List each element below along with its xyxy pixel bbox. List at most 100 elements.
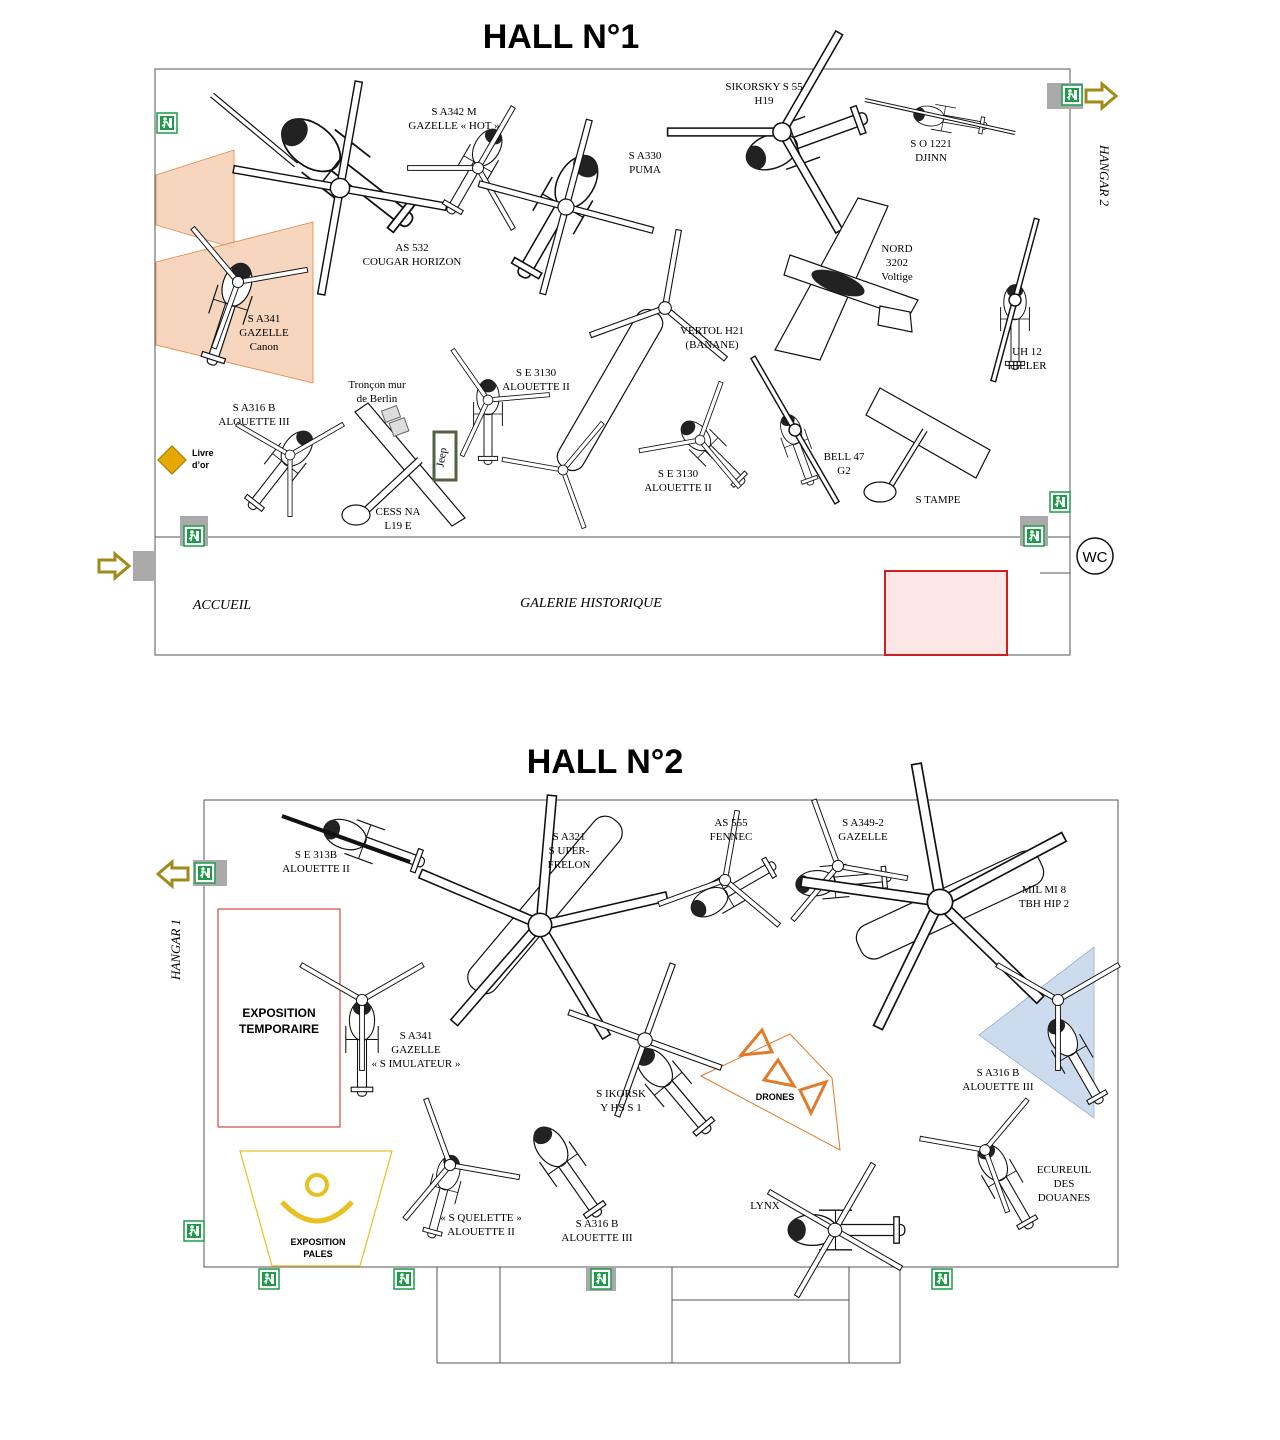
hangar2-label: HANGAR 2 <box>1097 144 1112 207</box>
expo-pales-zone[interactable]: EXPOSITION PALES <box>239 1150 393 1267</box>
hall2-aircraft-labels: S E 313B ALOUETTE II S A321 S UPER- FREL… <box>282 817 1091 1244</box>
label-bell47-2: G2 <box>837 465 850 477</box>
exit-icon <box>1049 491 1071 513</box>
label-troncon-1: Tronçon mur <box>348 379 406 391</box>
label-troncon-2: de Berlin <box>357 393 398 405</box>
expo-pales-line2: PALES <box>303 1249 332 1259</box>
wc-label: WC <box>1083 549 1108 566</box>
hangar1-label: HANGAR 1 <box>168 919 183 981</box>
label-mi8-2: TBH HIP 2 <box>1019 898 1069 910</box>
cougar-drawing <box>210 62 466 314</box>
nord-drawing <box>774 197 919 361</box>
label-se3130a-2: ALOUETTE II <box>502 381 570 393</box>
label-sa316b3-1: S A316 B <box>576 1218 619 1230</box>
berlin-wall-pieces <box>380 404 410 437</box>
exit-icon <box>931 1268 953 1290</box>
exit-door-hangar1[interactable] <box>156 860 227 888</box>
label-sa316b2-2: ALOUETTE III <box>962 1081 1034 1093</box>
cessna-drawing <box>341 402 466 527</box>
label-se3130b-2: ALOUETTE II <box>644 482 712 494</box>
livre-dor[interactable]: Livre d’or <box>157 445 214 475</box>
label-nord-1: NORD <box>881 243 912 255</box>
label-squelette-1: « S QUELETTE » <box>440 1212 522 1224</box>
label-sa316b3-2: ALOUETTE III <box>561 1232 633 1244</box>
sa316b-drawing <box>234 376 371 519</box>
superfrelon-drawing <box>405 783 677 1045</box>
label-cessna-1: CESS NA <box>376 506 421 518</box>
vertol-drawing <box>499 217 749 531</box>
expo-temp-line1: EXPOSITION <box>242 1006 315 1020</box>
hall1-aircraft-labels: AS 532 COUGAR HORIZON S A342 M GAZELLE «… <box>218 81 1047 532</box>
label-sa349-1: S A349-2 <box>842 817 884 829</box>
hall1-walls <box>154 68 1071 656</box>
se313b-drawing <box>281 809 431 881</box>
label-sa341canon-1: S A341 <box>248 313 281 325</box>
diamond-icon <box>157 445 187 475</box>
arrow-right-icon <box>1084 82 1118 110</box>
label-lynx: LYNX <box>750 1200 780 1212</box>
label-ecureuil-3: DOUANES <box>1038 1192 1091 1204</box>
label-sikorsky55-1: SIKORSKY S 55 <box>725 81 803 93</box>
label-squelette-2: ALOUETTE II <box>447 1226 515 1238</box>
exit-door-bottom-center[interactable] <box>586 1267 616 1291</box>
galerie-label: GALERIE HISTORIQUE <box>520 596 662 611</box>
exit-door-hangar2[interactable] <box>1047 82 1118 110</box>
entrance-door[interactable] <box>97 551 155 581</box>
label-uh12-2: HILLER <box>1007 360 1047 372</box>
label-nord-3: Voltige <box>881 271 913 283</box>
label-sa316b-1: S A316 B <box>233 402 276 414</box>
label-mi8-1: MIL MI 8 <box>1022 884 1067 896</box>
lynx-drawing <box>729 1124 941 1336</box>
jeep-box: Jeep <box>432 430 458 482</box>
livre-line1: Livre <box>192 448 214 458</box>
label-sa342m-2: GAZELLE « HOT » <box>408 120 499 132</box>
drones-zone[interactable]: DRONES <box>699 1027 841 1151</box>
exit-icon <box>183 525 205 547</box>
label-superfrelon-2: S UPER- <box>549 845 590 857</box>
livre-line2: d’or <box>192 460 209 470</box>
expo-temporaire-zone[interactable]: EXPOSITION TEMPORAIRE <box>217 908 341 1128</box>
label-stampe: S TAMPE <box>915 494 960 506</box>
label-sa316b2-1: S A316 B <box>977 1067 1020 1079</box>
label-fennec-1: AS 555 <box>714 817 748 829</box>
label-sikorskyhss1-1: S IKORSK <box>596 1088 646 1100</box>
label-ecureuil-2: DES <box>1054 1178 1075 1190</box>
exit-icon <box>1061 84 1083 106</box>
hall1-title: HALL N°1 <box>483 18 640 56</box>
mi8-drawing <box>782 739 1094 1041</box>
exit-door-bottom-right[interactable] <box>1020 516 1048 547</box>
exit-icon <box>183 1220 205 1242</box>
jeep-label: Jeep <box>434 446 449 468</box>
label-nord-2: 3202 <box>886 257 908 269</box>
label-sa341canon-3: Canon <box>250 341 279 353</box>
exit-icon <box>393 1268 415 1290</box>
label-djinn-1: S O 1221 <box>910 138 952 150</box>
red-zone-hall1 <box>884 570 1008 656</box>
label-bell47-1: BELL 47 <box>824 451 865 463</box>
djinn-drawing <box>864 98 1016 140</box>
label-sa341sim-1: S A341 <box>400 1030 433 1042</box>
label-djinn-2: DJINN <box>915 152 947 164</box>
accueil-label: ACCUEIL <box>192 598 252 613</box>
stampe-drawing <box>863 387 991 503</box>
sikorsky55-drawing <box>663 0 928 236</box>
label-uh12-1: UH 12 <box>1012 346 1042 358</box>
wc-sign[interactable]: WC <box>1076 537 1114 575</box>
exit-icon <box>156 112 178 134</box>
label-se3130b-1: S E 3130 <box>658 468 699 480</box>
expo-temp-line2: TEMPORAIRE <box>239 1022 319 1036</box>
hall2-title: HALL N°2 <box>527 743 684 781</box>
label-sa342m-1: S A342 M <box>431 106 476 118</box>
label-cougar-2: COUGAR HORIZON <box>363 256 462 268</box>
arrow-left-icon <box>156 860 190 888</box>
label-sa341sim-3: « S IMULATEUR » <box>372 1058 461 1070</box>
exit-door-bottom-left[interactable] <box>180 516 208 547</box>
label-fennec-2: FENNEC <box>710 831 753 843</box>
label-vertol-1: VERTOL H21 <box>680 325 744 337</box>
label-sa341canon-2: GAZELLE <box>239 327 289 339</box>
label-ecureuil-1: ECUREUIL <box>1037 1164 1092 1176</box>
exit-icon <box>590 1268 612 1290</box>
label-se3130a-1: S E 3130 <box>516 367 557 379</box>
label-sikorsky55-2: H19 <box>755 95 774 107</box>
